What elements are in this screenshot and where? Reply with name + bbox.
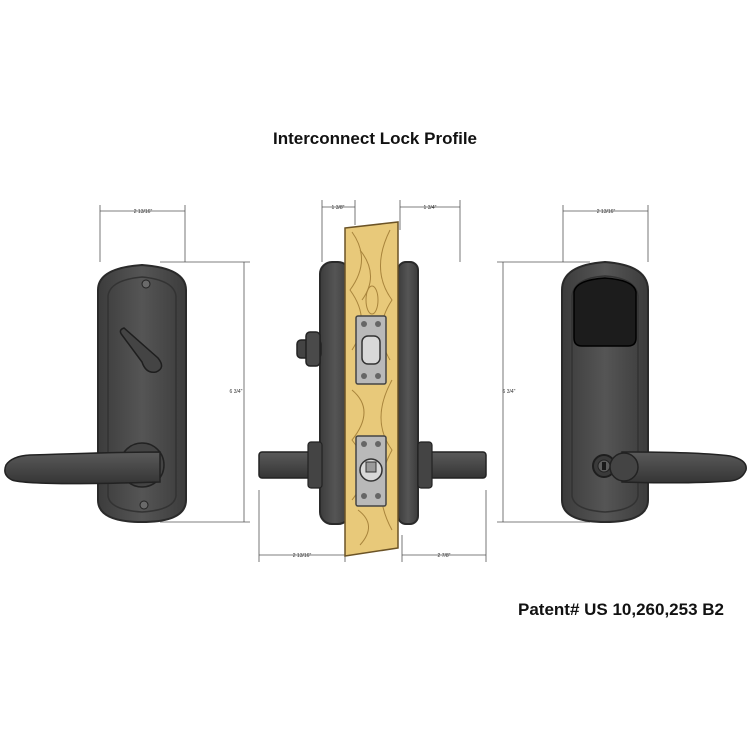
thumb-turn-icon [119, 327, 163, 374]
bottom-screw [139, 500, 149, 510]
back-lever [621, 451, 747, 484]
side-right-depth-label: 2 7/8" [438, 553, 451, 559]
back-view: 2 13/16" 6 3/4" [497, 205, 747, 524]
door-right-offset-label: 1 3/4" [424, 205, 437, 211]
latch-faceplate [355, 435, 387, 507]
front-height-dimension: 6 3/4" [160, 261, 250, 523]
deadbolt-faceplate [355, 315, 387, 385]
back-height-label: 6 3/4" [503, 389, 516, 395]
side-right-body [397, 261, 419, 525]
front-lever [4, 451, 161, 485]
side-view: 1 3/8" 1 3/4" 2 13/16" 2 7/8" [258, 200, 487, 562]
back-width-dimension: 2 13/16" [562, 205, 649, 262]
side-left-depth-label: 2 13/16" [293, 553, 312, 559]
front-view: 2 13/16" 6 3/4" [4, 205, 250, 524]
door-left-offset-label: 1 3/8" [332, 205, 345, 211]
diagram-title: Interconnect Lock Profile [272, 129, 478, 148]
front-height-label: 6 3/4" [230, 389, 243, 395]
patent-label: Patent# US 10,260,253 B2 [517, 600, 724, 619]
card-reader-pad [573, 277, 637, 347]
back-height-dimension: 6 3/4" [497, 261, 590, 523]
back-width-label: 2 13/16" [597, 209, 616, 215]
door-offset-dimensions: 1 3/8" 1 3/4" [321, 200, 461, 262]
front-width-dimension: 2 13/16" [99, 205, 186, 262]
top-screw [141, 279, 151, 289]
front-width-label: 2 13/16" [134, 209, 153, 215]
